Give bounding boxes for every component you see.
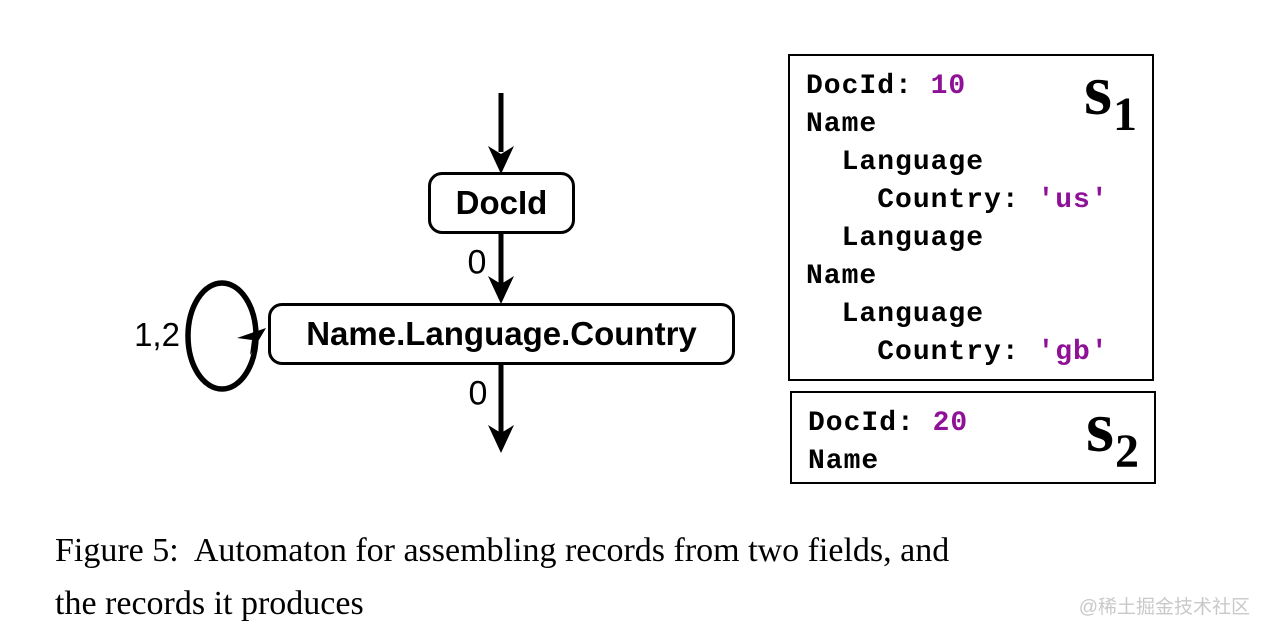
state-node-nlc-label: Name.Language.Country: [306, 315, 697, 352]
record-s1-lines: DocId: 10 Name Language Country: 'us' La…: [790, 56, 1152, 372]
state-node-docid-label: DocId: [455, 184, 548, 221]
record-line: DocId: 10: [806, 71, 967, 102]
record-line: Name: [806, 109, 878, 140]
record-line: Name: [806, 261, 878, 292]
watermark-text: @稀土掘金技术社区: [1078, 597, 1250, 618]
edge-label-self-loop: 1,2: [134, 316, 180, 353]
figure-caption-line1: Figure 5: Automaton for assembling recor…: [55, 532, 950, 569]
record-s2-lines: DocId: 20 Name: [792, 393, 1154, 481]
state-node-name-language-country: Name.Language.Country: [268, 303, 735, 365]
start-arrow: [488, 93, 514, 174]
record-line: Language: [806, 223, 985, 254]
figure-caption-line2: the records it produces: [55, 585, 364, 622]
record-line: Country: 'us': [806, 185, 1109, 216]
exit-arrow: [488, 361, 514, 453]
record-s2-tag: s2: [1085, 387, 1140, 478]
record-line: Language: [806, 299, 985, 330]
record-line: DocId: 20: [808, 408, 969, 439]
record-s1-tag: s1: [1083, 50, 1138, 141]
state-node-docid: DocId: [428, 172, 575, 234]
record-line: Country: 'gb': [806, 337, 1109, 368]
record-box-s2: s2 DocId: 20 Name: [790, 391, 1156, 484]
self-loop: [185, 280, 266, 392]
record-box-s1: s1 DocId: 10 Name Language Country: 'us'…: [788, 54, 1154, 381]
figure-caption: Figure 5: Automaton for assembling recor…: [55, 524, 1260, 630]
record-line: Name: [808, 446, 880, 477]
record-line: Language: [806, 147, 985, 178]
edge-docid-to-nlc-arrow: [488, 230, 514, 304]
edge-label-exit: 0: [468, 374, 488, 413]
edge-label-docid-to-nlc: 0: [467, 243, 487, 282]
